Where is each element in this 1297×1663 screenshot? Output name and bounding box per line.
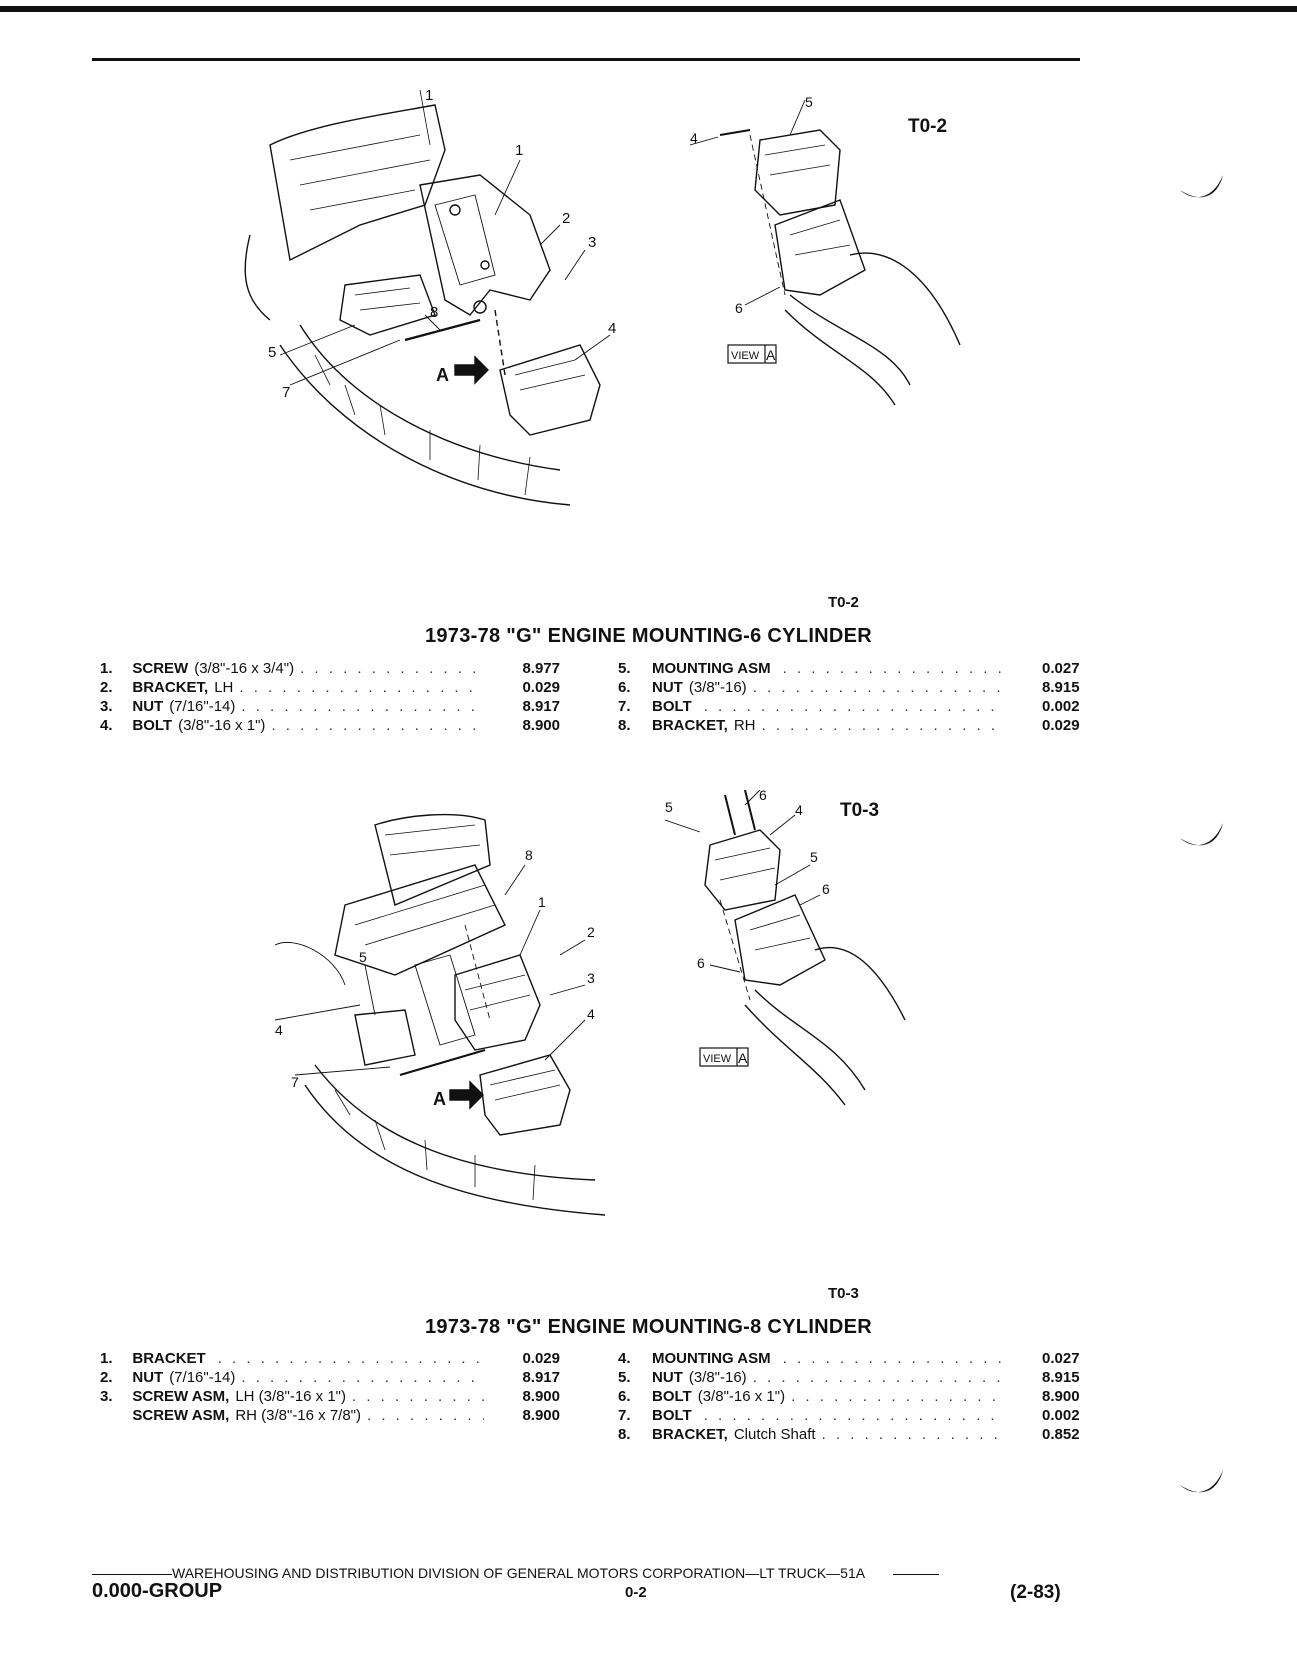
callout-7: 7 xyxy=(282,384,290,401)
view-callout-6: 6 xyxy=(735,300,743,316)
part-row: 2.BRACKET,LH0.029 xyxy=(100,679,560,698)
figure-caption: T0-2 xyxy=(828,594,859,611)
part-row: 6.NUT(3/8"-16)8.915 xyxy=(618,679,1100,698)
part-row: 1.SCREW(3/8"-16 x 3/4")8.977 xyxy=(100,660,560,679)
view-callout-4: 4 xyxy=(795,802,803,818)
engine-mount-illustration-6cyl: 1 1 2 3 4 5 7 8 A xyxy=(230,85,650,525)
figure-caption: T0-3 xyxy=(828,1285,859,1302)
view-callout-6b: 6 xyxy=(822,881,830,897)
callout-7: 7 xyxy=(291,1074,299,1090)
figure-code-top: T0-2 xyxy=(908,116,948,137)
engine-mount-illustration-8cyl: 8 1 2 3 4 4 5 7 A xyxy=(275,805,645,1225)
callout-2: 2 xyxy=(587,924,595,940)
callout-4: 4 xyxy=(608,320,616,337)
footer-group: 0.000-GROUP xyxy=(92,1580,223,1602)
callout-8: 8 xyxy=(430,304,438,321)
callout-4: 4 xyxy=(587,1006,595,1022)
binder-mark xyxy=(1180,1470,1223,1493)
section-title: 1973-78 "G" ENGINE MOUNTING-6 CYLINDER xyxy=(424,625,873,647)
callout-2: 2 xyxy=(562,210,570,227)
part-row: 8.BRACKET,Clutch Shaft0.852 xyxy=(618,1426,1100,1445)
view-box-letter: A xyxy=(738,1050,748,1066)
binder-mark xyxy=(1180,175,1223,198)
parts-column-right: 5.MOUNTING ASM0.027 6.NUT(3/8"-16)8.915 … xyxy=(618,660,1100,736)
revision-date: (2-83) xyxy=(1010,1582,1061,1603)
part-row: 5.MOUNTING ASM0.027 xyxy=(618,660,1100,679)
section-title: 1973-78 "G" ENGINE MOUNTING-8 CYLINDER xyxy=(424,1316,873,1338)
figure-code-top: T0-3 xyxy=(840,800,880,821)
callout-1: 1 xyxy=(538,894,546,910)
part-row: 4.BOLT(3/8"-16 x 1")8.900 xyxy=(100,717,560,736)
part-row: 1.BRACKET0.029 xyxy=(100,1350,560,1369)
callout-4b: 4 xyxy=(275,1022,283,1038)
callout-3: 3 xyxy=(587,970,595,986)
footer-date: (2-83) xyxy=(1010,1582,1061,1604)
callout-8: 8 xyxy=(525,847,533,863)
view-a-illustration-6cyl: 4 5 6 VIEW A xyxy=(690,95,990,415)
part-row: 7.BOLT0.002 xyxy=(618,1407,1100,1426)
part-row: 7.BOLT0.002 xyxy=(618,698,1100,717)
part-row: SCREW ASM,RH (3/8"-16 x 7/8")8.900 xyxy=(100,1407,560,1426)
callout-5: 5 xyxy=(359,949,367,965)
view-arrow-label: A xyxy=(433,1089,446,1109)
binder-mark xyxy=(1180,823,1223,846)
view-callout-5: 5 xyxy=(665,799,673,815)
callout-1b: 1 xyxy=(425,87,433,104)
part-row: 8.BRACKET,RH0.029 xyxy=(618,717,1100,736)
footer-division: WAREHOUSING AND DISTRIBUTION DIVISION OF… xyxy=(172,1565,866,1581)
part-row: 3.SCREW ASM,LH (3/8"-16 x 1")8.900 xyxy=(100,1388,560,1407)
callout-3: 3 xyxy=(588,234,596,251)
part-row: 6.BOLT(3/8"-16 x 1")8.900 xyxy=(618,1388,1100,1407)
part-row: 4.MOUNTING ASM0.027 xyxy=(618,1350,1100,1369)
callout-5: 5 xyxy=(268,344,276,361)
view-box-label: VIEW xyxy=(703,1053,732,1065)
parts-column-left: 1.SCREW(3/8"-16 x 3/4")8.977 2.BRACKET,L… xyxy=(100,660,560,736)
view-callout-5b: 5 xyxy=(810,849,818,865)
view-box-letter: A xyxy=(766,347,776,363)
footer-division-line: WAREHOUSING AND DISTRIBUTION DIVISION OF… xyxy=(92,1565,940,1581)
page-number: 0-2 xyxy=(625,1584,647,1601)
part-row: 5.NUT(3/8"-16)8.915 xyxy=(618,1369,1100,1388)
view-callout-5: 5 xyxy=(805,95,813,110)
view-a-illustration-8cyl: 5 6 4 5 6 6 VIEW A xyxy=(665,790,925,1110)
parts-column-left: 1.BRACKET0.029 2.NUT(7/16"-14)8.917 3.SC… xyxy=(100,1350,560,1426)
view-arrow-label: A xyxy=(436,365,449,385)
header-rule xyxy=(92,58,1080,61)
part-row: 3.NUT(7/16"-14)8.917 xyxy=(100,698,560,717)
view-box-label: VIEW xyxy=(731,350,760,362)
view-callout-4: 4 xyxy=(690,130,698,146)
view-callout-6c: 6 xyxy=(697,955,705,971)
part-row: 2.NUT(7/16"-14)8.917 xyxy=(100,1369,560,1388)
callout-1: 1 xyxy=(515,142,523,159)
parts-column-right: 4.MOUNTING ASM0.027 5.NUT(3/8"-16)8.915 … xyxy=(618,1350,1100,1445)
page-top-border xyxy=(0,6,1297,12)
view-callout-6: 6 xyxy=(759,790,767,803)
